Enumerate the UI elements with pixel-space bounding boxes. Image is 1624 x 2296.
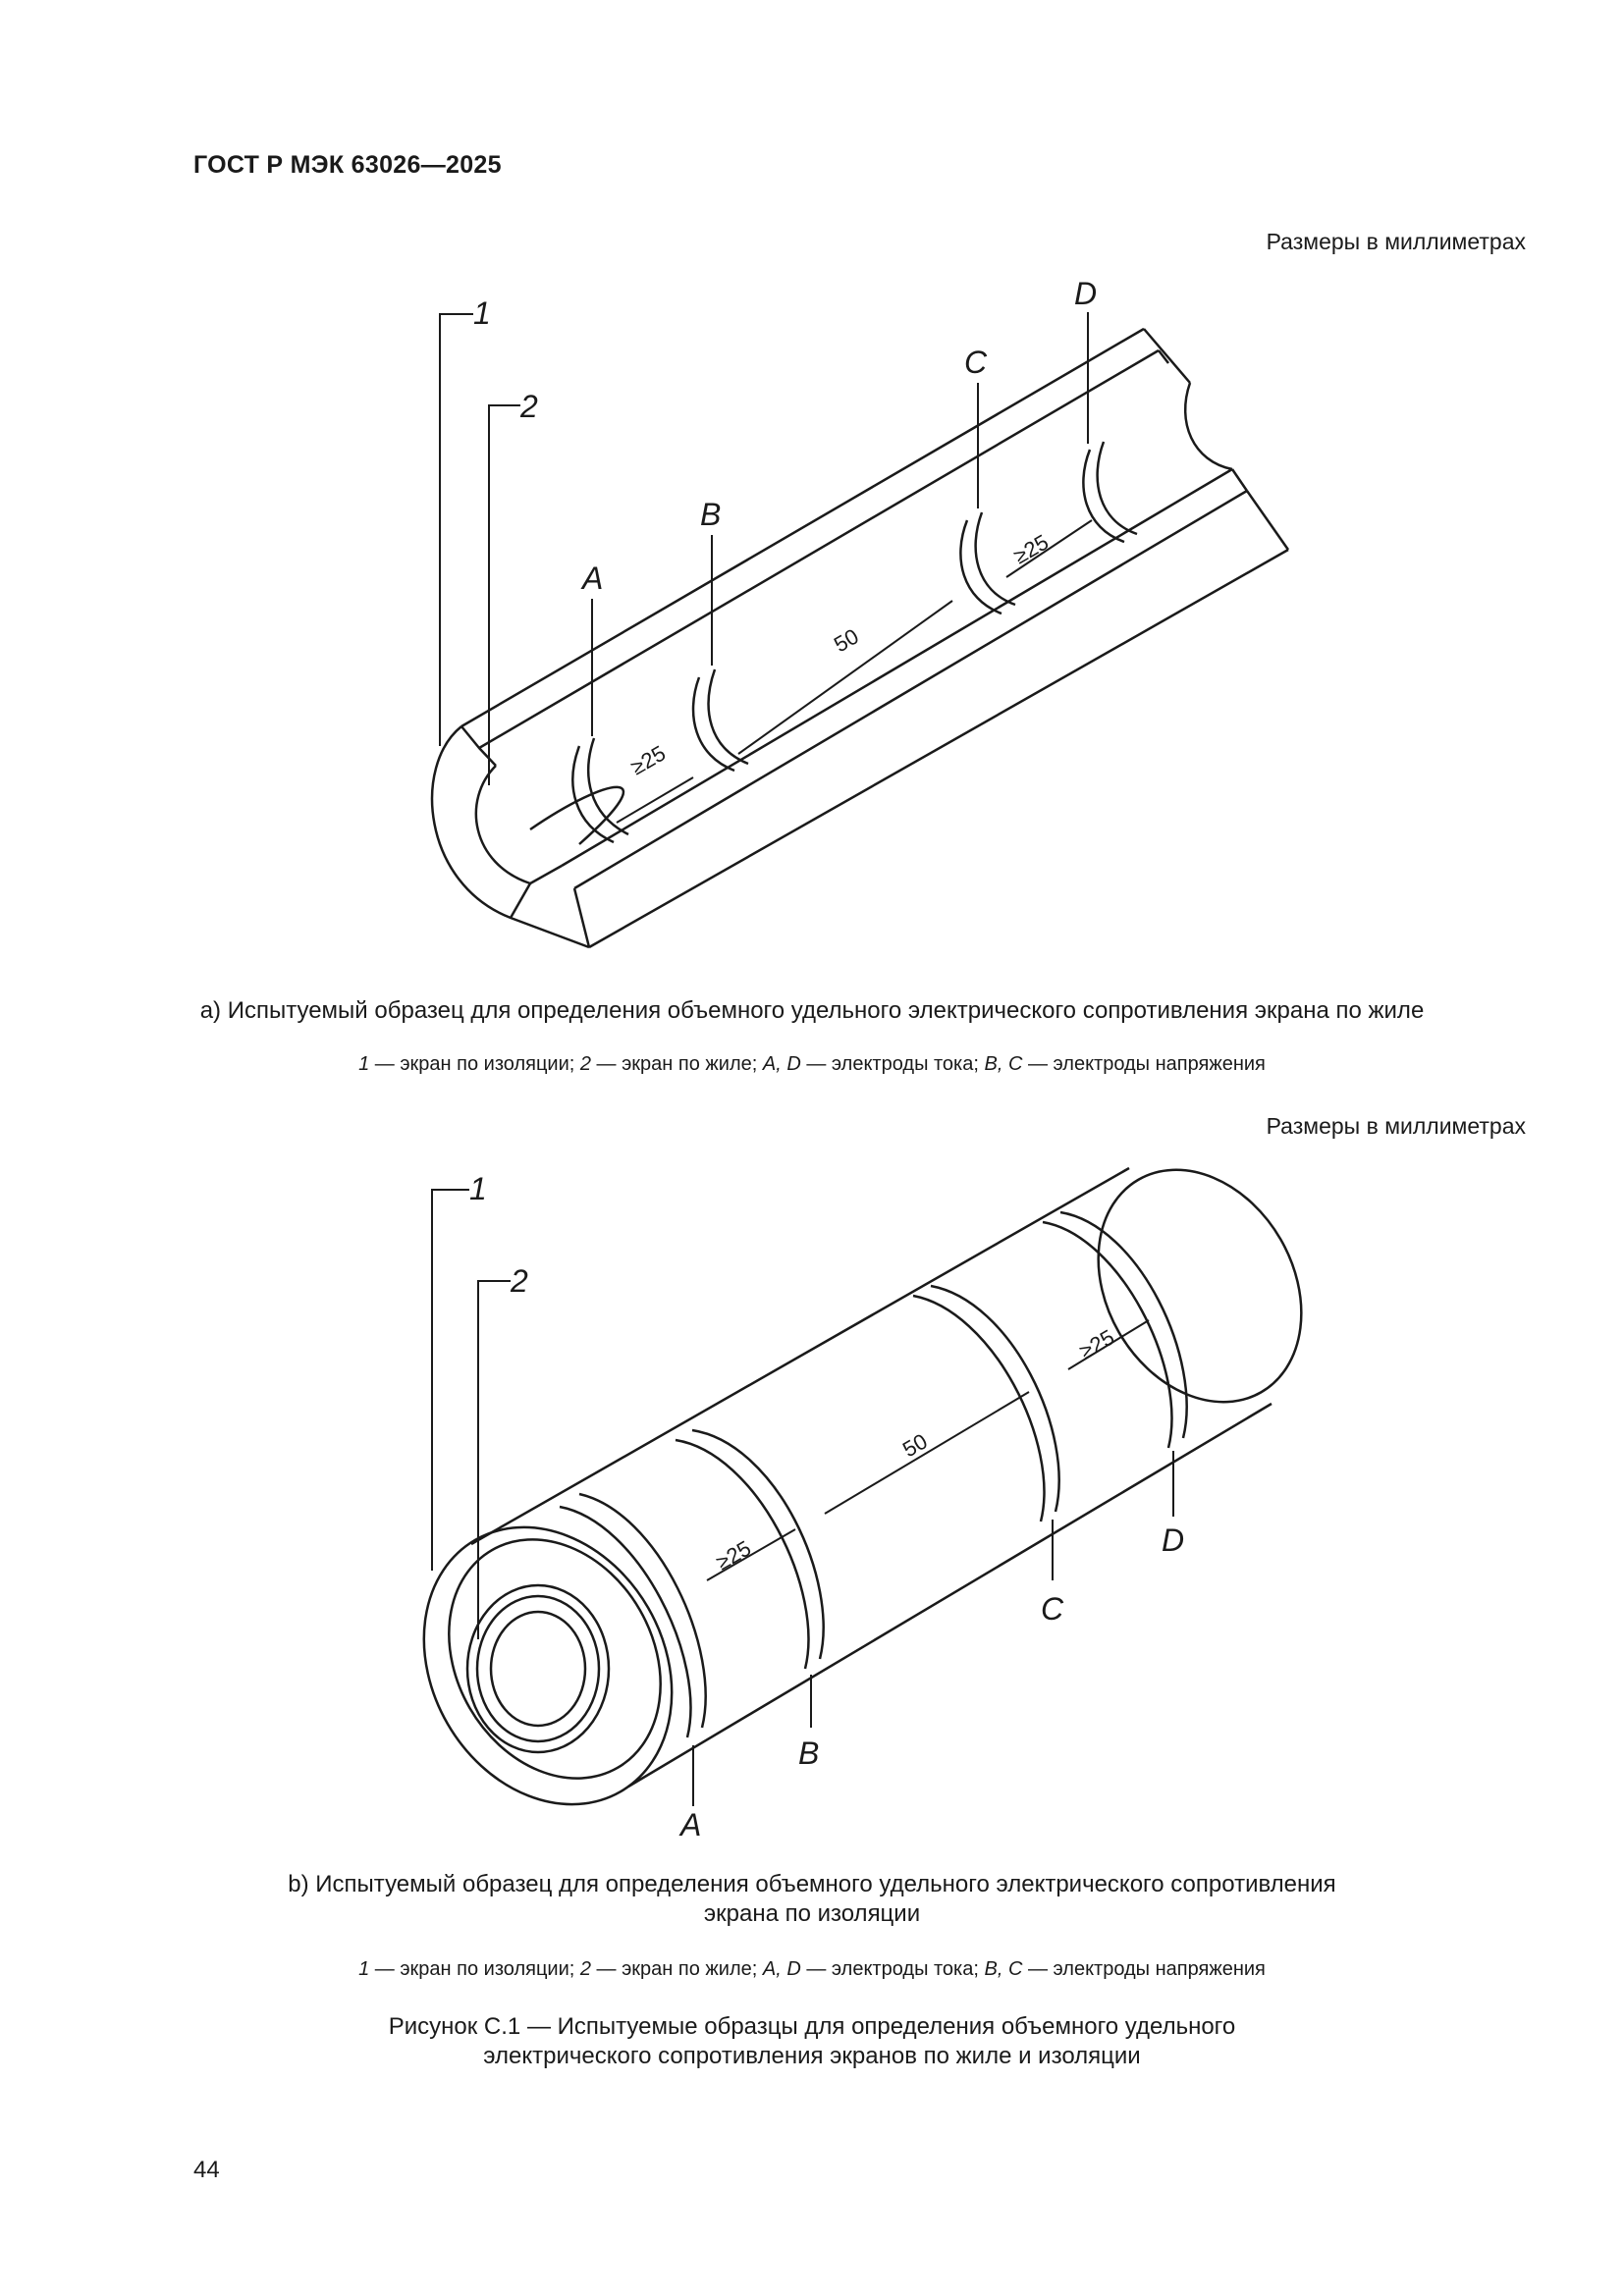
leader-label-2-a — [488, 404, 520, 785]
label-1-a: 1 — [473, 295, 491, 331]
leader-label-1-a — [439, 313, 473, 746]
figure-title-line2: электрического сопротивления экранов по … — [483, 2043, 1141, 2069]
dim-ab-b: ≥25 — [712, 1535, 755, 1575]
label-2-b: 2 — [510, 1263, 528, 1299]
electrode-band-b-left — [691, 676, 735, 773]
units-note-b: Размеры в миллиметрах — [1266, 1113, 1526, 1139]
shell-inner-top-edge — [478, 348, 1160, 750]
shell-front-inner-arc — [474, 765, 563, 885]
dim-line-cd-a — [1005, 519, 1093, 578]
units-note-a: Размеры в миллиметрах — [1266, 229, 1526, 254]
dim-ab-a: ≥25 — [626, 740, 670, 779]
electrode-band-c-b — [912, 1294, 1046, 1522]
electrode-band-b-b — [675, 1438, 810, 1670]
caption-b: b) Испытуемый образец для определения об… — [0, 1870, 1624, 1929]
label-2-a: 2 — [519, 389, 538, 424]
label-A-b: A — [678, 1807, 701, 1842]
electrode-band-c-left — [959, 519, 1002, 615]
label-B-a: B — [700, 497, 721, 532]
page-number: 44 — [193, 2157, 220, 2183]
dim-line-bc-b — [824, 1391, 1030, 1515]
electrode-band-a-left — [571, 745, 615, 844]
label-C-a: C — [964, 345, 988, 380]
legend-b: 1 — экран по изоляции; 2 — экран по жиле… — [358, 1958, 1266, 1980]
core-screen-ring — [465, 1583, 611, 1754]
figure-b-drawing: 1 2 A B C D ≥25 50 ≥25 — [422, 1166, 1303, 1842]
caption-b-line2: экрана по изоляции — [703, 1900, 921, 1927]
label-B-b: B — [798, 1735, 819, 1771]
cylinder-bottom-edge — [627, 1402, 1272, 1789]
caption-b-line1: b) Испытуемый образец для определения об… — [288, 1871, 1336, 1897]
shell-outer-top-edge — [460, 327, 1145, 728]
figure-title: Рисунок С.1 — Испытуемые образцы для опр… — [0, 2012, 1624, 2071]
label-A-a: A — [580, 561, 603, 596]
label-D-b: D — [1162, 1522, 1184, 1558]
cylinder-far-end — [1097, 1168, 1303, 1404]
dim-line-ab-b — [706, 1528, 796, 1581]
shell-front-outer-arc — [430, 725, 590, 949]
near-end-outer-ring — [422, 1525, 674, 1806]
leader-label-1-b — [431, 1189, 469, 1571]
electrode-band-a-b — [559, 1505, 692, 1738]
cylinder-top-edge — [470, 1166, 1130, 1546]
figure-a-drawing: 1 2 A B C D ≥25 50 ≥25 — [430, 276, 1290, 949]
dim-cd-a: ≥25 — [1009, 529, 1053, 568]
conductor-hole — [489, 1610, 587, 1728]
document-header: ГОСТ Р МЭК 63026—2025 — [193, 151, 502, 179]
label-D-a: D — [1074, 276, 1097, 311]
label-C-b: C — [1041, 1591, 1064, 1627]
electrode-band-d-b — [1042, 1220, 1173, 1449]
dim-bc-b: 50 — [898, 1428, 932, 1462]
dim-line-bc-a — [737, 600, 953, 755]
dim-line-cd-b — [1067, 1319, 1150, 1370]
dim-line-ab-a — [616, 776, 694, 824]
dim-cd-b: ≥25 — [1075, 1324, 1118, 1363]
dim-bc-a: 50 — [830, 623, 863, 657]
figure-title-line1: Рисунок С.1 — Испытуемые образцы для опр… — [388, 2013, 1236, 2040]
leader-label-2-b — [477, 1280, 511, 1639]
label-1-b: 1 — [469, 1171, 487, 1206]
caption-a: a) Испытуемый образец для определения об… — [199, 997, 1425, 1024]
electrode-band-d-left — [1082, 449, 1125, 544]
shell-lower-outer-edge — [573, 489, 1248, 890]
legend-a: 1 — экран по изоляции; 2 — экран по жиле… — [358, 1053, 1266, 1075]
